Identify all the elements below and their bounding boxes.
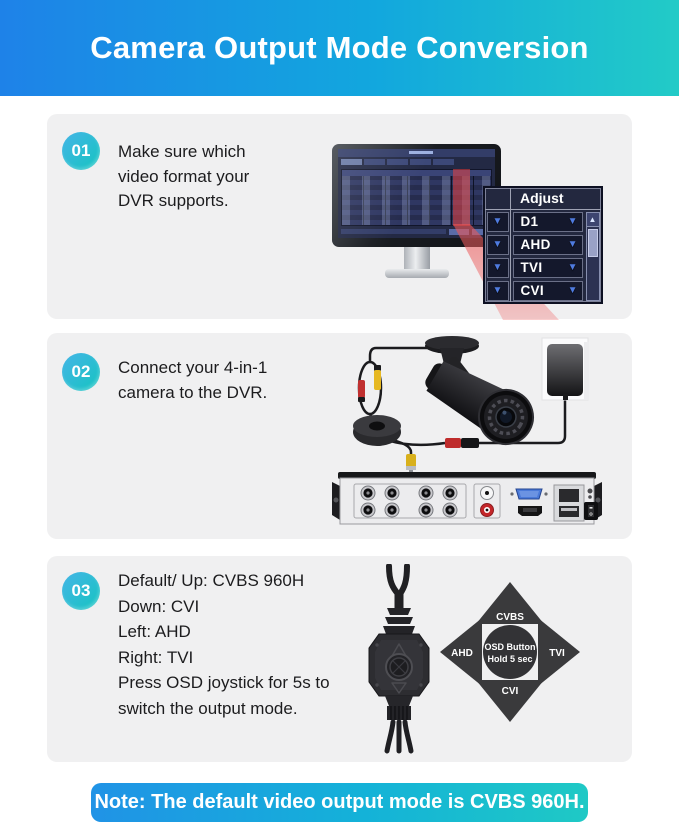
red-dc-connector — [445, 438, 461, 448]
vga-port — [510, 488, 548, 500]
step-description-2: Connect your 4-in-1 camera to the DVR. — [118, 358, 268, 402]
cable-spool-illustration — [353, 415, 401, 446]
connector-tip — [358, 397, 365, 402]
step-number-badge-3: 03 — [62, 572, 100, 610]
monitor-stand-base — [385, 269, 449, 278]
screen-tab — [410, 159, 431, 165]
callout-arrow-cell: ▼ — [486, 211, 509, 232]
dc-power-connector-pair — [445, 438, 479, 448]
monitor-illustration — [332, 144, 501, 247]
step-number-badge-1: 01 — [62, 132, 100, 170]
power-adapter-illustration — [541, 337, 589, 401]
dpad-center-label-line1: OSD Button — [485, 642, 536, 652]
dpad-right-triangle — [538, 618, 580, 686]
strain-relief-ribs — [383, 608, 415, 634]
black-dc-connector — [461, 438, 479, 448]
dpad-up-triangle — [476, 582, 544, 624]
dropdown-arrow-icon: ▼ — [567, 215, 578, 227]
callout-body: ▼ ▼ ▼ ▼ D1 ▼ AHD ▼ TVI ▼ — [485, 210, 601, 302]
screen-button — [472, 228, 492, 235]
callout-arrow-cell: ▼ — [486, 280, 509, 301]
dropdown-arrow-icon: ▼ — [567, 284, 578, 296]
screen-tabs — [338, 157, 495, 166]
note-text: Note: The default video output mode is C… — [94, 791, 585, 813]
yellow-video-connector — [374, 370, 381, 390]
format-option-label: CVI — [520, 283, 544, 298]
ethernet-usb-ports — [553, 484, 585, 522]
dpad-label-tvi: TVI — [549, 648, 565, 659]
step-number-badge-2: 02 — [62, 353, 100, 391]
dpad-label-ahd: AHD — [451, 648, 473, 659]
monitor-screen — [338, 149, 495, 238]
connector-tip — [374, 365, 381, 371]
dpad-down-triangle — [476, 680, 544, 722]
step-card-3: 03 Default/ Up: CVBS 960H Down: CVI Left… — [47, 556, 632, 762]
dropdown-arrow-icon: ▼ — [492, 284, 503, 296]
screen-tab — [387, 159, 408, 165]
rca-audio-ports — [480, 486, 494, 517]
down-arrow-mark — [391, 682, 407, 694]
ir-led-ring — [487, 398, 525, 436]
camera-pigtail-connectors — [358, 365, 381, 402]
callout-arrow-cell: ▼ — [486, 234, 509, 255]
dpad-center-button — [483, 625, 537, 679]
format-option-label: AHD — [520, 237, 551, 252]
scrollbar-thumb — [587, 228, 598, 257]
red-power-connector — [358, 380, 365, 398]
screen-bottom-bar — [341, 229, 446, 234]
callout-row-tvi: TVI ▼ — [512, 257, 583, 278]
screen-tab — [433, 159, 454, 165]
screen-tab — [341, 159, 362, 165]
dropdown-arrow-icon: ▼ — [492, 261, 503, 273]
page-title: Camera Output Mode Conversion — [90, 30, 589, 65]
step-card-1: 01 Make sure which video format your DVR… — [47, 114, 632, 320]
dpad-center-label-line2: Hold 5 sec — [487, 654, 532, 664]
note-banner: Note: The default video output mode is C… — [91, 783, 588, 822]
callout-header-row: Adjust — [485, 188, 601, 210]
format-option-label: D1 — [520, 214, 539, 229]
callout-header-label: Adjust — [520, 190, 564, 206]
dropdown-arrow-icon: ▼ — [567, 238, 578, 250]
bnc-port-group — [353, 483, 467, 519]
camera-connection-illustration — [332, 336, 602, 525]
osd-joystick-illustration — [368, 564, 430, 754]
step-description-3: Default/ Up: CVBS 960H Down: CVI Left: A… — [118, 571, 330, 718]
dropdown-arrow-icon: ▼ — [567, 261, 578, 273]
format-option-label: TVI — [520, 260, 543, 275]
callout-row-ahd: AHD ▼ — [512, 234, 583, 255]
monitor-stand-neck — [404, 246, 430, 271]
highlighted-adjust-column — [453, 169, 470, 226]
dvr-rear-panel-illustration — [332, 472, 602, 525]
dpad-left-triangle — [440, 618, 482, 686]
dpad-label-cvbs: CVBS — [496, 612, 524, 623]
dropdown-arrow-icon: ▼ — [492, 215, 503, 227]
step-description-1: Make sure which video format your DVR su… — [118, 142, 250, 210]
osd-dpad-diagram: CVBS AHD TVI CVI OSD Button Hold 5 sec — [440, 582, 580, 722]
bullet-camera-illustration — [425, 336, 534, 445]
scroll-up-icon: ▲ — [586, 212, 599, 227]
callout-row-cvi: CVI ▼ — [512, 280, 583, 301]
header-banner: Camera Output Mode Conversion — [0, 0, 679, 96]
output-cables — [384, 719, 414, 754]
callout-scrollbar: ▲ — [585, 211, 600, 301]
dropdown-arrow-icon: ▼ — [492, 238, 503, 250]
callout-row-d1: D1 ▼ — [512, 211, 583, 232]
dpad-label-cvi: CVI — [502, 686, 519, 697]
callout-arrow-cell: ▼ — [486, 257, 509, 278]
adjust-callout-panel: Adjust ▼ ▼ ▼ ▼ D1 ▼ AHD ▼ — [483, 186, 603, 304]
callout-header-spacer — [485, 188, 511, 209]
callout-left-arrow-column: ▼ ▼ ▼ ▼ — [485, 210, 511, 302]
screen-titlebar — [338, 149, 495, 157]
step-card-2: 02 Connect your 4-in-1 camera to the DVR… — [47, 333, 632, 539]
callout-main-column: D1 ▼ AHD ▼ TVI ▼ CVI ▼ — [511, 210, 584, 302]
screen-tab — [364, 159, 385, 165]
power-switch — [584, 488, 598, 520]
bnc-ports — [360, 485, 458, 518]
